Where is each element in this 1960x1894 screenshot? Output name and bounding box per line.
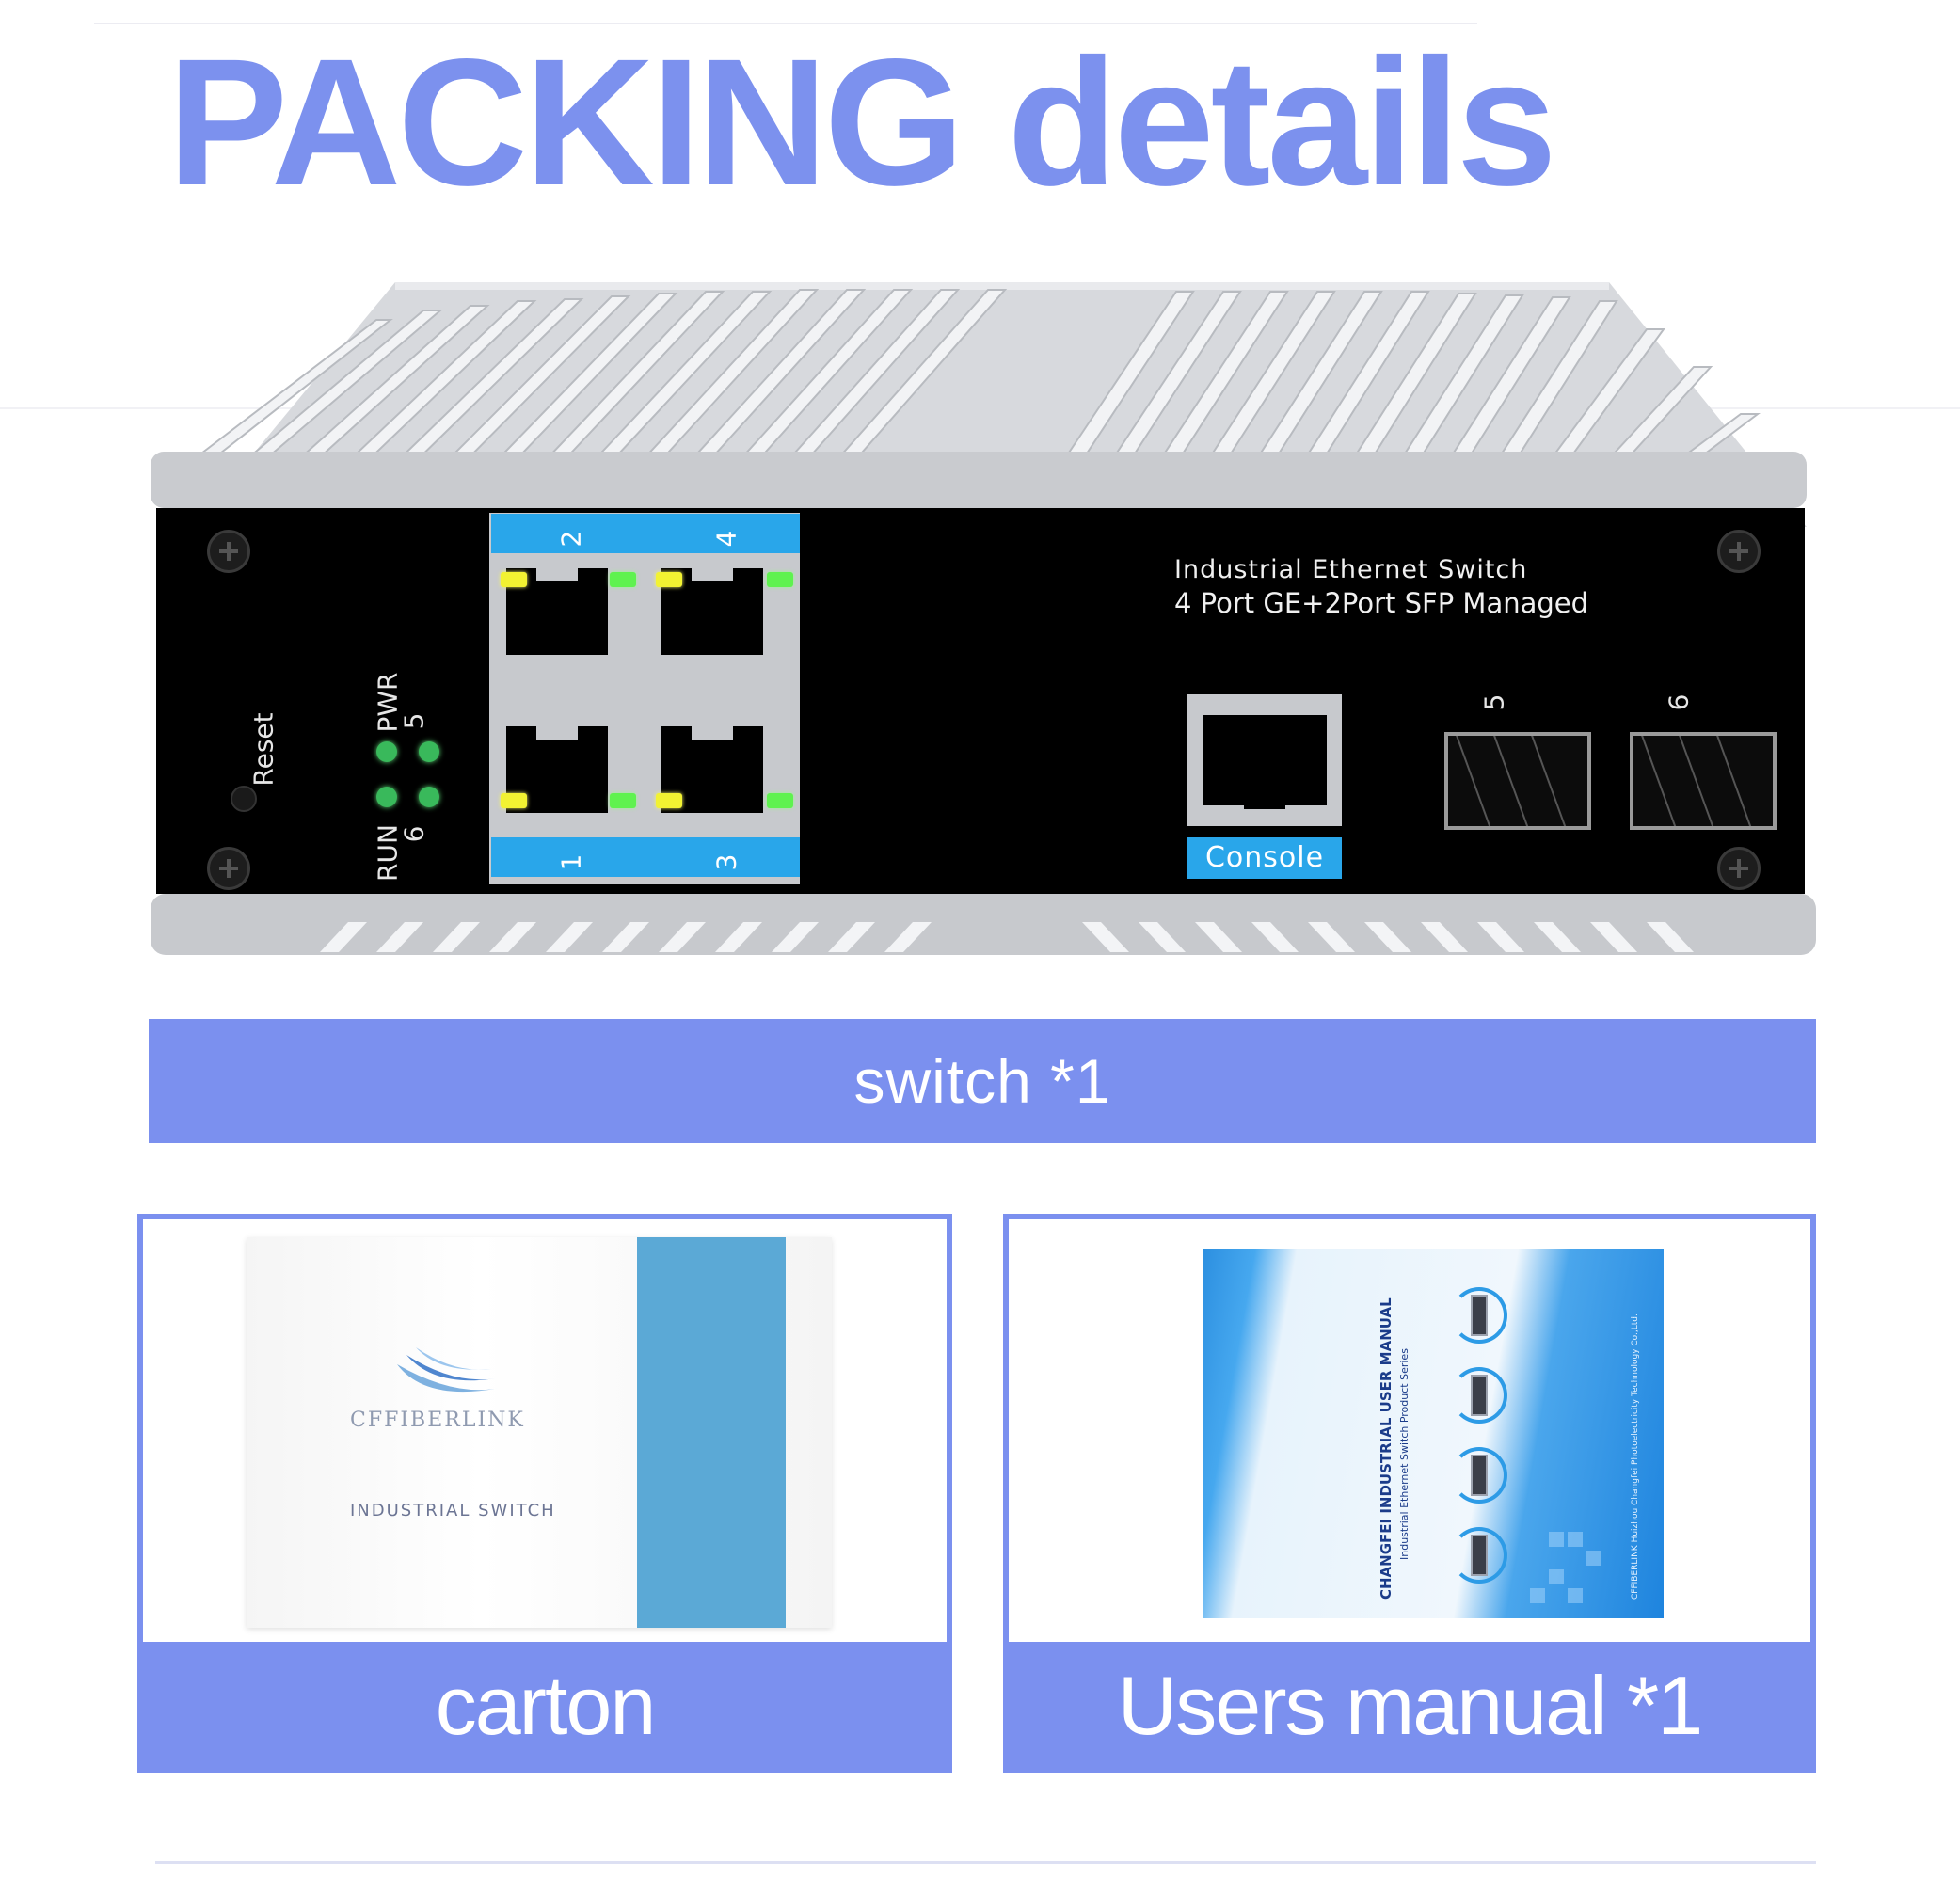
screw-bottom-right [1717,847,1761,890]
manual-subtitle: Industrial Ethernet Switch Product Serie… [1398,1348,1410,1560]
screw-top-left [207,530,250,573]
port-label-2: 2 [555,530,587,548]
led-run [376,787,397,807]
led-pwr [376,741,397,762]
console-port[interactable] [1187,694,1342,826]
manual-tile [1568,1588,1583,1603]
top-port-bar: 2 4 [491,514,800,553]
screw-bottom-left [207,847,250,890]
led-5 [419,741,439,762]
bottom-port-bar: 1 3 [491,837,800,877]
screw-top-right [1717,530,1761,573]
carton-logo-icon [397,1347,501,1393]
port-label-5: 5 [1478,693,1510,711]
port-3-act-led [767,793,793,808]
manual-device-icon-4 [1471,1535,1488,1576]
manual-title: CHANGFEI INDUSTRIAL USER MANUAL [1378,1297,1394,1600]
switch-device-illustration: Reset PWR 5 RUN 6 2 4 1 3 Industrial Eth… [141,273,1816,969]
panel-text-line1: Industrial Ethernet Switch [1174,555,1528,584]
carton-box-image: CFFIBERLINK INDUSTRIAL SWITCH [247,1237,832,1628]
port-4-link-led [656,572,682,587]
port-2-act-led [610,572,636,587]
manual-device-icon-2 [1471,1375,1488,1416]
carton-blue-stripe [637,1237,786,1628]
port-label-1: 1 [555,853,587,871]
carton-brand: CFFIBERLINK [350,1409,525,1432]
port-1-act-led [610,793,636,808]
port-label-6: 6 [1663,693,1695,711]
manual-label: Users manual *1 [1003,1642,1816,1769]
port-3-link-led [656,793,682,808]
carton-label: carton [137,1642,952,1769]
manual-tile [1549,1532,1564,1547]
manual-ring-icon-1 [1451,1287,1507,1344]
manual-device-icon-3 [1471,1455,1488,1496]
bottom-divider [155,1861,1816,1864]
page-title: PACKING details [167,21,1557,223]
manual-tile [1568,1532,1583,1547]
led-label-6: 6 [398,825,430,843]
port-4-act-led [767,572,793,587]
manual-ring-icon-3 [1451,1447,1507,1504]
manual-tile [1586,1551,1601,1566]
manual-ring-icon-2 [1451,1367,1507,1424]
manual-tile [1530,1588,1545,1603]
manual-company: CFFIBERLINK Huizhou Changfei Photoelectr… [1631,1313,1640,1600]
rj45-port-2[interactable] [497,559,617,664]
manual-tile [1549,1569,1564,1584]
switch-chassis [151,282,1816,955]
port-label-3: 3 [710,853,742,871]
port-1-link-led [501,793,527,808]
sfp-port-6[interactable] [1630,732,1777,830]
reset-button[interactable] [231,786,257,812]
switch-quantity-label: switch *1 [149,1019,1816,1143]
carton-caption: INDUSTRIAL SWITCH [350,1501,556,1520]
manual-ring-icon-4 [1451,1527,1507,1584]
manual-device-icon-1 [1471,1295,1488,1336]
manual-cover-image: CHANGFEI INDUSTRIAL USER MANUAL Industri… [1203,1249,1664,1618]
port-label-4: 4 [710,530,742,548]
led-6 [419,787,439,807]
top-divider [94,23,1477,24]
sfp-port-5[interactable] [1444,732,1591,830]
led-label-5: 5 [398,712,430,730]
port-2-link-led [501,572,527,587]
console-label: Console [1187,837,1342,879]
panel-text-line2: 4 Port GE+2Port SFP Managed [1174,587,1589,619]
